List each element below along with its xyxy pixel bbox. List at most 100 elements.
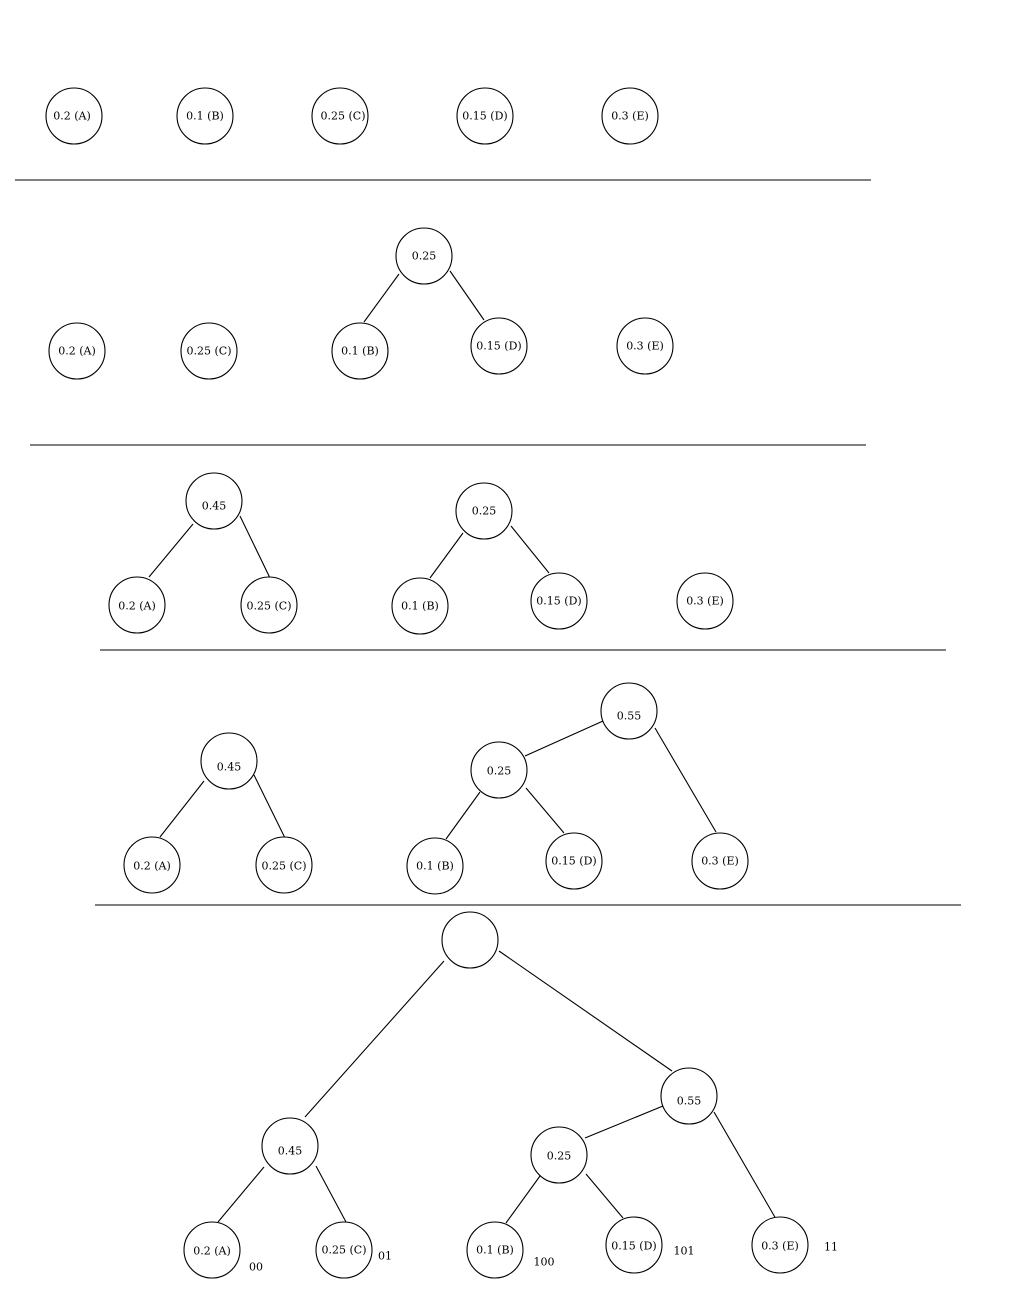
stage-5-node-c: 0.25 (C) [315,1221,373,1279]
stage-5-edge-root-bde [498,950,673,1072]
stage-5-node-ac: 0.45 [261,1117,319,1175]
stage-1: 0.2 (A) 0.1 (B) 0.25 (C) 0.15 (D) 0.3 (E… [45,87,659,145]
stage-4-node-d: 0.15 (D) [545,832,603,890]
stage-4-node-b: 0.1 (B) [406,837,464,895]
stage-4-edge-bde-e [654,727,717,833]
svg-text:0.3 (E): 0.3 (E) [701,855,739,868]
stage-5-node-bde: 0.55 [660,1067,718,1125]
svg-text:0.25: 0.25 [472,505,497,518]
svg-text:0.25 (C): 0.25 (C) [247,600,292,613]
svg-text:0.15 (D): 0.15 (D) [611,1240,656,1253]
stage-2-edge-bd-d [449,270,485,321]
svg-text:0.25: 0.25 [487,765,512,778]
stage-3-node-b: 0.1 (B) [391,577,449,635]
stage-4-edge-ac-a [159,780,205,838]
stage-4-edge-ac-c [253,774,286,839]
stage-3-node-bd: 0.25 [455,482,513,540]
stage-3-edge-bd-b [429,532,464,579]
stage-2-node-d: 0.15 (D) [470,317,528,375]
stage-1-node-e: 0.3 (E) [601,87,659,145]
svg-text:0.1 (B): 0.1 (B) [476,1244,514,1257]
stage-5-node-e: 0.3 (E) [751,1216,809,1274]
code-label-b: 100 [534,1256,555,1269]
svg-text:0.3 (E): 0.3 (E) [686,595,724,608]
svg-text:0.45: 0.45 [278,1145,303,1158]
stage-5-edge-ac-a [217,1166,265,1223]
svg-text:0.1 (B): 0.1 (B) [341,345,379,358]
svg-text:0.55: 0.55 [677,1095,702,1108]
stage-3-edge-ac-c [239,515,271,579]
code-label-d: 101 [674,1245,695,1258]
stage-1-node-c: 0.25 (C) [311,87,369,145]
stage-2-node-a: 0.2 (A) [48,322,106,380]
code-label-c: 01 [378,1250,392,1263]
stage-5-node-b: 0.1 (B) [466,1221,524,1279]
stage-3: 0.45 0.2 (A) 0.25 (C) 0.25 0.1 (B) 0.15 … [108,472,734,635]
svg-text:0.55: 0.55 [617,710,642,723]
stage-2-node-e: 0.3 (E) [616,317,674,375]
svg-text:0.3 (E): 0.3 (E) [611,110,649,123]
svg-text:0.3 (E): 0.3 (E) [626,340,664,353]
stage-5-node-bd: 0.25 [530,1126,588,1184]
svg-text:0.2 (A): 0.2 (A) [118,600,156,613]
stage-2-node-c: 0.25 (C) [180,322,238,380]
stage-5: 0.45 0.2 (A) 0.25 (C) 0.55 0.25 0.1 (B) … [183,911,838,1279]
svg-text:0.25 (C): 0.25 (C) [187,345,232,358]
svg-text:0.25: 0.25 [412,250,437,263]
code-label-a: 00 [249,1261,263,1274]
stage-3-node-c: 0.25 (C) [240,576,298,634]
svg-text:0.1 (B): 0.1 (B) [401,600,439,613]
stage-2-edge-bd-b [363,273,400,323]
stage-5-root-node [441,911,499,969]
stage-5-node-d: 0.15 (D) [605,1216,663,1274]
stage-5-edge-bd-b [505,1175,541,1224]
stage-4-node-bd: 0.25 [470,741,528,799]
svg-text:0.3 (E): 0.3 (E) [761,1240,799,1253]
svg-text:0.15 (D): 0.15 (D) [536,595,581,608]
stage-1-node-a: 0.2 (A) [45,87,103,145]
stage-4-edge-bd-b [445,791,481,840]
svg-text:0.1 (B): 0.1 (B) [416,860,454,873]
stage-4-node-e: 0.3 (E) [691,832,749,890]
stage-3-edge-ac-a [148,523,194,578]
svg-text:0.25 (C): 0.25 (C) [262,860,307,873]
svg-text:0.15 (D): 0.15 (D) [551,855,596,868]
svg-text:0.2 (A): 0.2 (A) [53,110,91,123]
svg-text:0.1 (B): 0.1 (B) [186,110,224,123]
svg-text:0.15 (D): 0.15 (D) [476,340,521,353]
stage-4-node-a: 0.2 (A) [123,836,181,894]
stage-1-node-d: 0.15 (D) [456,87,514,145]
svg-text:0.2 (A): 0.2 (A) [58,345,96,358]
stage-5-edge-bde-e [713,1111,777,1220]
stage-4: 0.45 0.2 (A) 0.25 (C) 0.55 0.25 0.1 (B) … [123,682,749,895]
stage-5-edge-root-ac [304,960,445,1118]
stage-1-node-b: 0.1 (B) [176,87,234,145]
svg-text:0.2 (A): 0.2 (A) [133,860,171,873]
stage-4-edge-bd-d [525,787,565,834]
stage-4-node-c: 0.25 (C) [255,836,313,894]
stage-2: 0.2 (A) 0.25 (C) 0.25 0.1 (B) 0.15 (D) 0… [48,227,674,380]
svg-text:0.25 (C): 0.25 (C) [322,1244,367,1257]
stage-5-node-a: 0.2 (A) [183,1221,241,1279]
stage-4-node-bde: 0.55 [600,682,658,740]
stage-3-node-ac: 0.45 [185,472,243,530]
svg-text:0.2 (A): 0.2 (A) [193,1245,231,1258]
svg-text:0.45: 0.45 [202,500,227,513]
stage-5-edge-bd-d [585,1173,624,1219]
stage-4-node-ac: 0.45 [200,732,258,790]
stage-2-node-bd: 0.25 [395,227,453,285]
stage-5-edge-bde-bd [584,1105,664,1139]
svg-text:0.25: 0.25 [547,1150,572,1163]
svg-text:0.15 (D): 0.15 (D) [462,110,507,123]
stage-3-node-e: 0.3 (E) [676,572,734,630]
stage-3-edge-bd-d [510,525,550,574]
svg-text:0.25 (C): 0.25 (C) [321,110,366,123]
stage-4-edge-bde-bd [524,720,604,757]
stage-3-node-d: 0.15 (D) [530,572,588,630]
stage-5-edge-ac-c [315,1165,347,1223]
stage-3-node-a: 0.2 (A) [108,576,166,634]
stage-2-node-b: 0.1 (B) [331,322,389,380]
svg-text:0.45: 0.45 [217,761,242,774]
code-label-e: 11 [824,1241,838,1254]
